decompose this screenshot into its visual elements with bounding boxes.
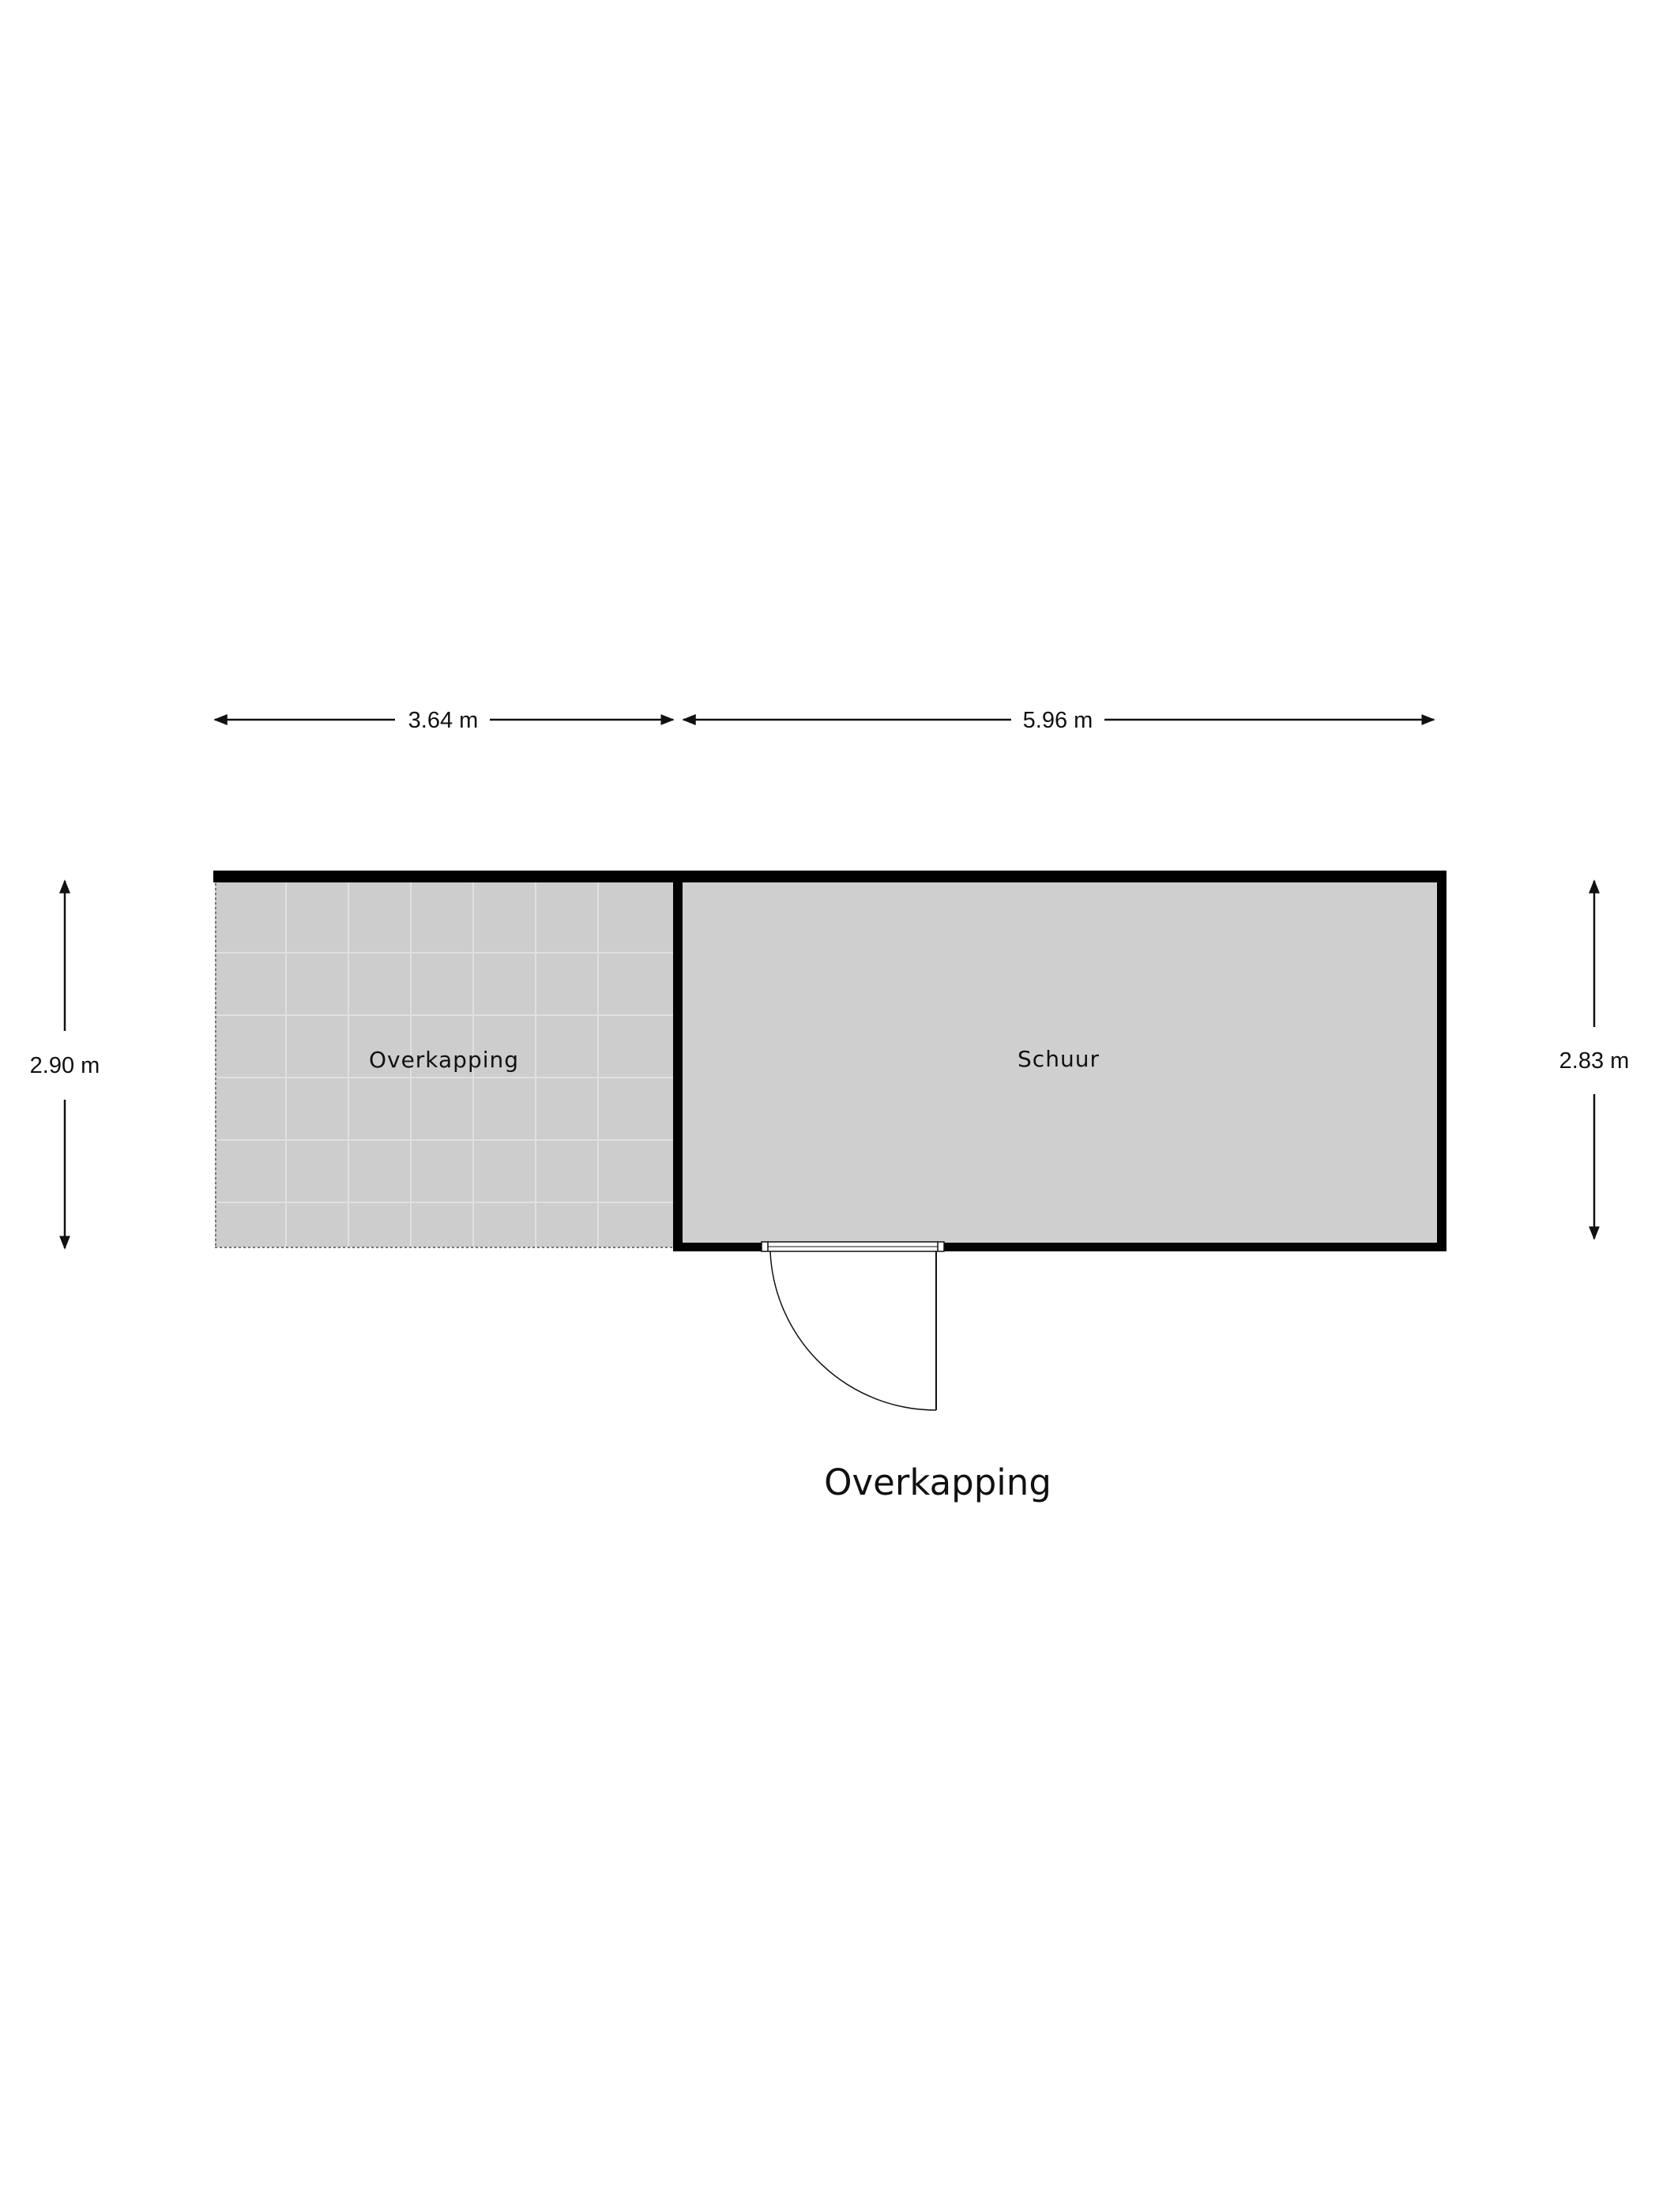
wall-bottom-left [673, 1243, 762, 1251]
door-swing-arc [769, 1251, 937, 1411]
room-schuur: Schuur [683, 882, 1437, 1243]
dimension-left: 2.90 m [30, 879, 100, 1250]
overkapping-floor [215, 882, 673, 1247]
dimension-label-top-right: 5.96 m [1023, 708, 1093, 733]
walls [213, 871, 1446, 1251]
room-label-schuur: Schuur [1018, 1046, 1100, 1072]
dimension-label-right: 2.83 m [1559, 1048, 1630, 1074]
dimension-right: 2.83 m [1559, 879, 1630, 1240]
dimension-top-left: 3.64 m [213, 708, 675, 733]
overkapping-tile-grid [215, 882, 673, 1247]
dimension-top-right: 5.96 m [682, 708, 1435, 733]
room-overkapping: Overkapping [215, 878, 673, 1248]
door [761, 1241, 945, 1411]
dimension-label-top-left: 3.64 m [408, 708, 479, 733]
plan-title: Overkapping [824, 1462, 1051, 1503]
dimension-label-left: 2.90 m [30, 1053, 100, 1078]
wall-top [213, 871, 1446, 882]
schuur-floor [683, 882, 1437, 1243]
wall-right [1437, 871, 1446, 1251]
room-label-overkapping: Overkapping [369, 1047, 519, 1073]
wall-bottom-right [944, 1243, 1446, 1251]
wall-partition [673, 871, 683, 1251]
